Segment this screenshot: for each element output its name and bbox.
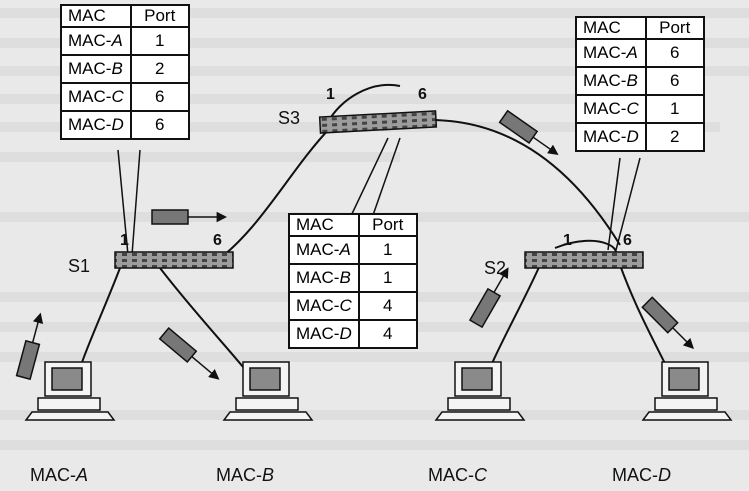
cable-s3-s1-up [327, 83, 401, 123]
port-cell: 2 [129, 54, 190, 84]
host-label-d: MAC-D [612, 465, 671, 485]
col-port: Port [357, 213, 418, 237]
packet-to-c [468, 267, 509, 329]
switch-s1-body [114, 251, 234, 269]
packet-s1-right [151, 209, 228, 225]
computer-a [24, 361, 116, 421]
computer-b [222, 361, 314, 421]
computer-c [434, 361, 526, 421]
port-cell: 1 [644, 94, 705, 124]
port-cell: 4 [357, 291, 418, 321]
port-cell: 6 [129, 110, 190, 140]
mac-cell: MAC-D [60, 110, 132, 140]
host-label-c: MAC-C [428, 465, 487, 485]
port-cell: 1 [129, 26, 190, 56]
mac-cell: MAC-B [60, 54, 132, 84]
switch-label-s2: S2 [484, 258, 507, 278]
switch-s2-body [524, 251, 644, 269]
port-label-s2-6: 6 [623, 232, 632, 249]
mac-cell: MAC-B [575, 66, 647, 96]
mac-cell: MAC-D [575, 122, 647, 152]
packet-to-d [641, 296, 695, 350]
col-mac: MAC [60, 4, 132, 28]
port-cell: 6 [644, 38, 705, 68]
mac-cell: MAC-C [288, 291, 360, 321]
switch-s3-body [318, 110, 438, 134]
packet-to-b [158, 327, 220, 380]
port-cell: 6 [644, 66, 705, 96]
packet-s3-s2 [498, 109, 559, 156]
port-cell: 1 [357, 263, 418, 293]
mac-cell: MAC-A [288, 235, 360, 265]
packet-host-a-up [15, 312, 44, 381]
col-port: Port [644, 16, 705, 40]
mac-cell: MAC-A [575, 38, 647, 68]
port-cell: 4 [357, 319, 418, 349]
port-cell: 2 [644, 122, 705, 152]
mac-cell: MAC-A [60, 26, 132, 56]
frame-packets [15, 109, 695, 381]
mac-cell: MAC-C [60, 82, 132, 112]
mac-cell: MAC-C [575, 94, 647, 124]
computer-d [641, 361, 733, 421]
host-label-a: MAC-A [30, 465, 89, 485]
table-pointers [117, 137, 641, 256]
host-label-b: MAC-B [216, 465, 275, 485]
cable-s1-s3 [214, 127, 331, 263]
port-label-s3-6: 6 [418, 86, 427, 103]
port-label-s2-1: 1 [563, 232, 572, 249]
col-mac: MAC [288, 213, 360, 237]
port-label-s1-1: 1 [120, 232, 129, 249]
port-label-s3-1: 1 [326, 86, 335, 103]
port-cell: 6 [129, 82, 190, 112]
switch-label-s1: S1 [68, 256, 91, 276]
mac-cell: MAC-D [288, 319, 360, 349]
port-label-s1-6: 6 [213, 232, 222, 249]
cable-s3-s2 [429, 119, 621, 246]
col-port: Port [129, 4, 190, 28]
port-cell: 1 [357, 235, 418, 265]
col-mac: MAC [575, 16, 647, 40]
switch-label-s3: S3 [278, 108, 301, 128]
mac-cell: MAC-B [288, 263, 360, 293]
